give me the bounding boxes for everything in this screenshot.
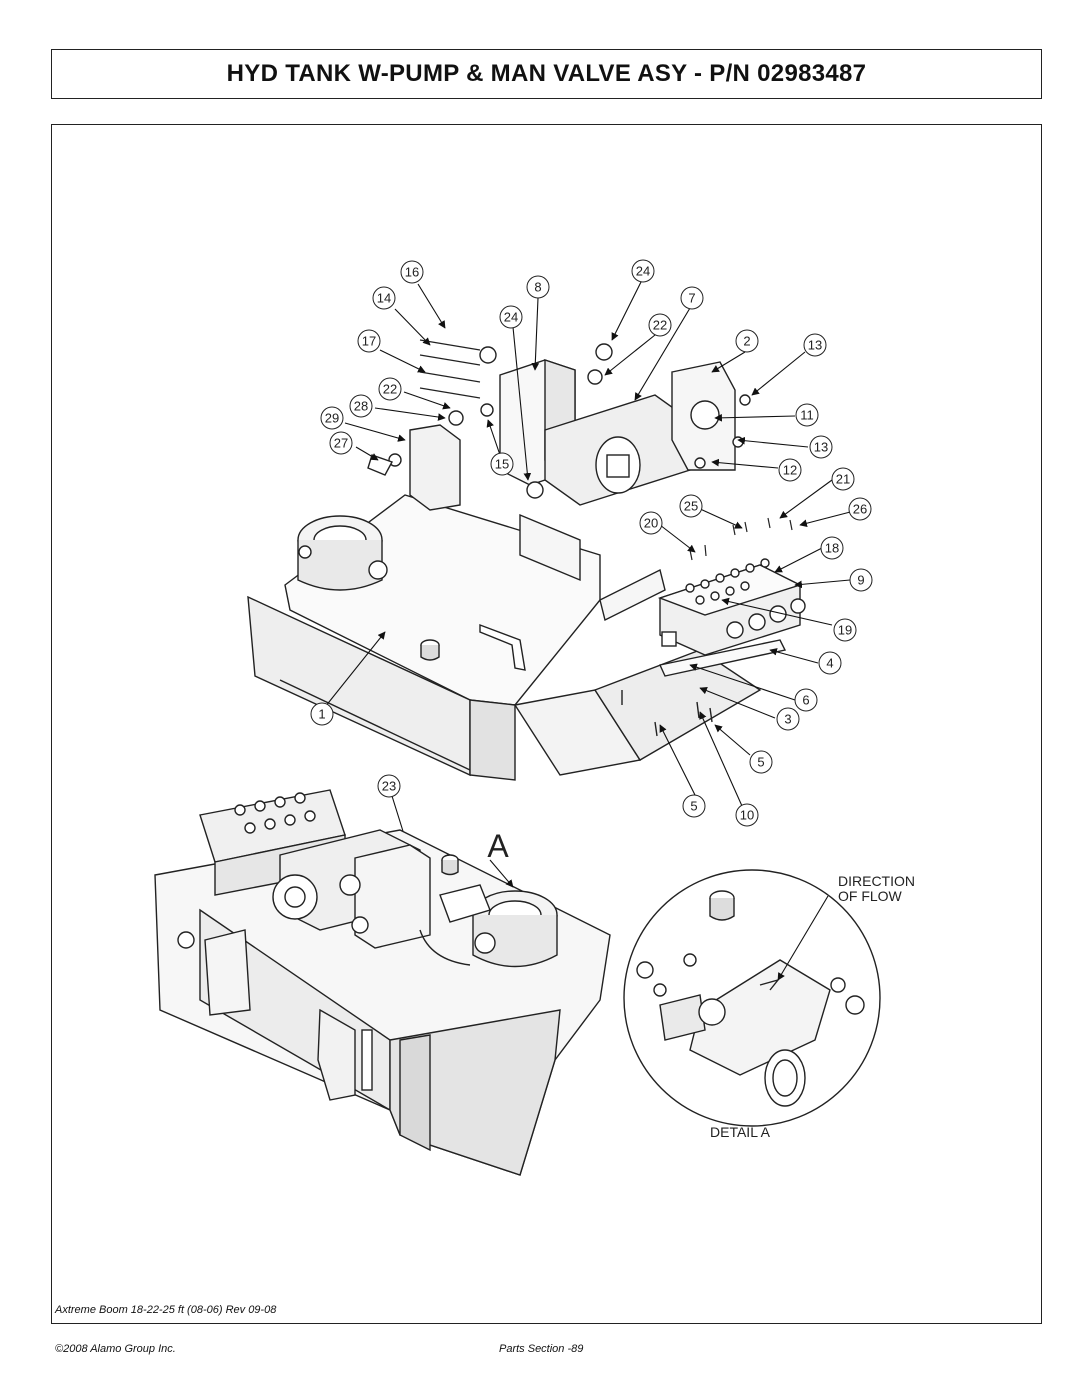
callout-2: 2: [743, 334, 750, 349]
tank-assembly-upper: [247, 339, 806, 781]
callout-bubbles: [310, 259, 873, 827]
detail-marker-label: A: [487, 828, 509, 864]
callout-29: 29: [325, 411, 339, 426]
callout-20: 20: [644, 516, 658, 531]
callout-12: 12: [783, 463, 797, 478]
callout-24: 24: [636, 264, 650, 279]
callout-24: 24: [504, 310, 518, 325]
callout-15: 15: [495, 457, 509, 472]
detail-a-label: DETAIL A: [710, 1124, 771, 1140]
callout-6: 6: [802, 693, 809, 708]
callout-5: 5: [690, 799, 697, 814]
callout-8: 8: [534, 280, 541, 295]
title-box: HYD TANK W-PUMP & MAN VALVE ASY - P/N 02…: [51, 49, 1042, 99]
callout-19: 19: [838, 623, 852, 638]
callout-5: 5: [757, 755, 764, 770]
copyright-footer: ©2008 Alamo Group Inc.: [55, 1343, 176, 1355]
callout-21: 21: [836, 472, 850, 487]
callout-numbers: 16 8 24 14 24 7 22 17 2 13 22 28 29 11 2…: [318, 264, 867, 823]
callout-14: 14: [377, 291, 391, 306]
detail-marker: [489, 859, 514, 888]
callout-leaders: [324, 277, 859, 861]
callout-18: 18: [825, 541, 839, 556]
diagram-frame: [51, 124, 1042, 1324]
callout-25: 25: [684, 499, 698, 514]
callout-27: 27: [334, 436, 348, 451]
tank-assembly-lower: [154, 789, 611, 1176]
callout-22: 22: [383, 382, 397, 397]
callout-13: 13: [808, 338, 822, 353]
callout-1: 1: [318, 707, 325, 722]
page-number-footer: Parts Section -89: [499, 1343, 584, 1355]
callout-7: 7: [688, 291, 695, 306]
callout-11: 11: [800, 408, 814, 423]
callout-16: 16: [405, 265, 419, 280]
callout-3: 3: [784, 712, 791, 727]
callout-26: 26: [853, 502, 867, 517]
callout-10: 10: [740, 808, 754, 823]
callout-22: 22: [653, 318, 667, 333]
callout-13: 13: [814, 440, 828, 455]
direction-label-2: OF FLOW: [838, 888, 903, 904]
callout-28: 28: [354, 399, 368, 414]
model-footer: Axtreme Boom 18-22-25 ft (08-06) Rev 09-…: [55, 1304, 277, 1316]
direction-label-1: DIRECTION: [838, 873, 915, 889]
callout-17: 17: [362, 334, 376, 349]
callout-9: 9: [857, 573, 864, 588]
page-title: HYD TANK W-PUMP & MAN VALVE ASY - P/N 02…: [226, 60, 867, 87]
direction-leader: [777, 895, 829, 981]
detail-a-view: [623, 869, 881, 1127]
callout-23: 23: [382, 779, 396, 794]
callout-4: 4: [826, 656, 833, 671]
